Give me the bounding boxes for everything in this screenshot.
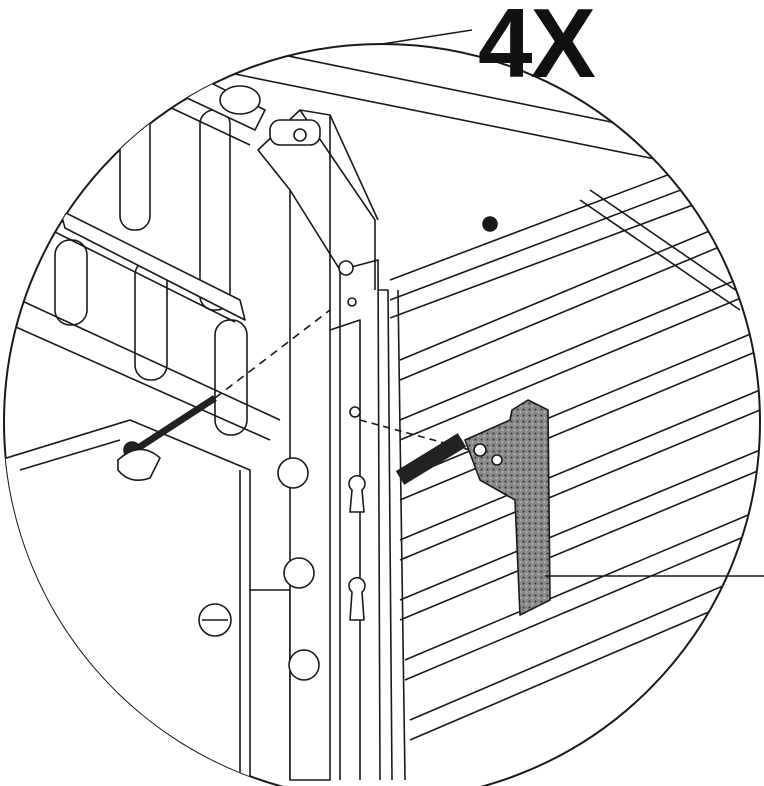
rail-bolt bbox=[482, 216, 498, 232]
short-screw bbox=[359, 419, 471, 485]
post-pegs bbox=[198, 457, 320, 681]
callout-leader-lines bbox=[381, 29, 764, 577]
hanger-bracket bbox=[464, 399, 551, 616]
bolt-cap bbox=[117, 448, 161, 481]
corner-post bbox=[257, 109, 406, 781]
quantity-label: 4X bbox=[478, 0, 596, 98]
bed-slats bbox=[399, 189, 760, 741]
keyhole-slots bbox=[348, 475, 366, 621]
